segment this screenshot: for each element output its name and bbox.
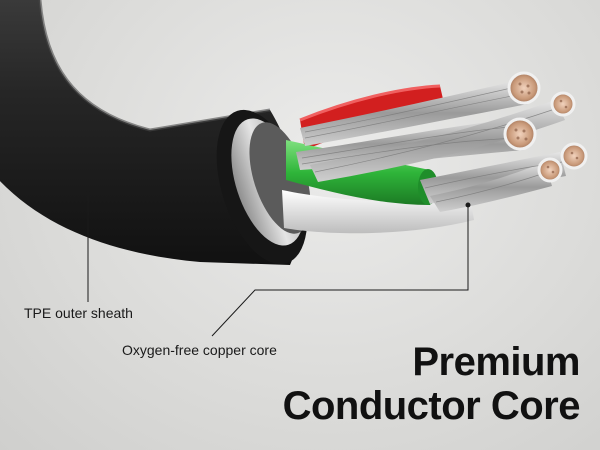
copper-strands [296, 71, 588, 212]
tpe-sheath-label: TPE outer sheath [24, 305, 133, 321]
headline: Premium Conductor Core [282, 340, 581, 428]
headline-line-2: Conductor Core [282, 384, 581, 428]
copper-core-label: Oxygen-free copper core [122, 342, 277, 358]
callout-lines [85, 187, 471, 337]
headline-line-1: Premium [412, 340, 580, 384]
